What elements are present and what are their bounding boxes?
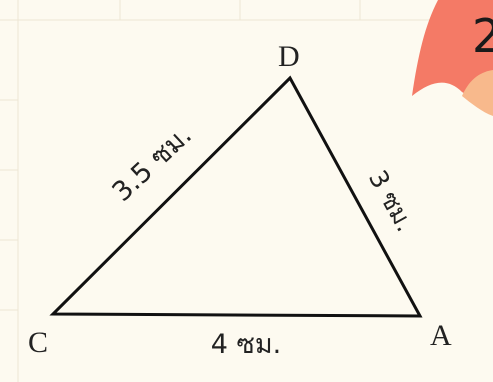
flame-decoration: 2 [412,0,493,116]
vertex-label-d: D [278,40,300,73]
vertex-label-c: C [28,326,48,359]
side-label-ca: 4 ซม. [211,329,281,360]
triangle [49,75,423,318]
vertex-label-a: A [430,319,452,352]
side-label-cd: 3.5 ซม. [106,120,198,208]
corner-glyph: 2 [472,9,493,63]
